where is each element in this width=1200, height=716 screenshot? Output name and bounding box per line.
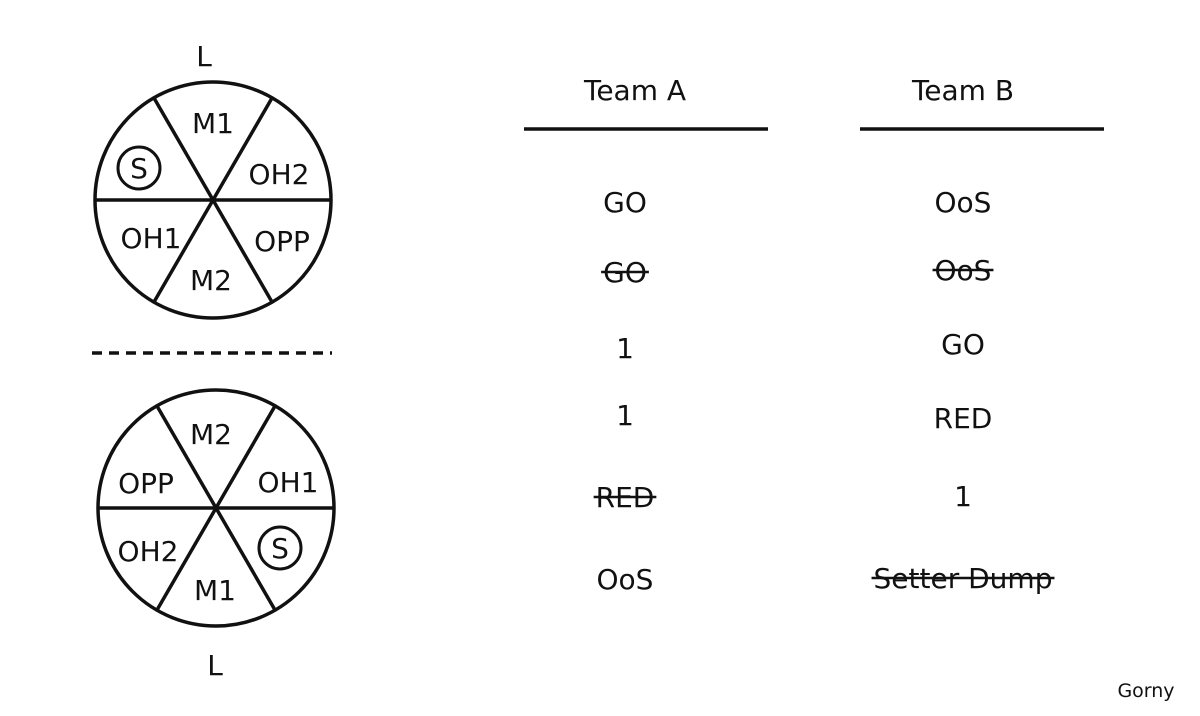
bottom-position-top-left: OPP [118, 467, 174, 500]
top-position-bottom-right: OPP [254, 225, 310, 258]
top-position-top-left: S [130, 152, 148, 185]
top-position-top: M1 [192, 107, 234, 140]
team-a-header: Team A [583, 74, 686, 107]
team-a-call-1: GO [603, 186, 647, 219]
team-b-header: Team B [911, 74, 1014, 107]
bottom-position-top: M2 [190, 418, 232, 451]
bottom-divider-diagonal-2 [155, 405, 277, 611]
team-b-call-4: RED [934, 402, 993, 435]
bottom-setter-circle [257, 525, 303, 571]
team-a-call-4: 1 [616, 399, 634, 432]
top-position-top-right: OH2 [249, 158, 310, 191]
top-position-bottom: M2 [190, 264, 232, 297]
bottom-position-bottom-right: S [271, 532, 289, 565]
top-rotation-wheel: L M1 OH2 OPP M2 OH1 S [93, 40, 333, 320]
signature: Gorny [1117, 680, 1174, 702]
team-b-call-5: 1 [954, 480, 972, 513]
team-b-call-1: OoS [935, 186, 992, 219]
bottom-rotation-wheel: M2 OH1 S M1 OH2 OPP L [96, 388, 336, 682]
team-a-call-6: OoS [597, 563, 654, 596]
top-divider-diagonal-2 [152, 97, 274, 303]
team-a-call-3: 1 [616, 332, 634, 365]
top-position-bottom-left: OH1 [121, 222, 182, 255]
top-setter-circle [116, 145, 162, 191]
bottom-position-bottom-left: OH2 [118, 535, 179, 568]
bottom-libero-label: L [207, 649, 223, 682]
bottom-position-top-right: OH1 [258, 466, 319, 499]
team-b-call-3: GO [941, 328, 985, 361]
bottom-position-bottom: M1 [194, 574, 236, 607]
top-libero-label: L [196, 40, 212, 73]
